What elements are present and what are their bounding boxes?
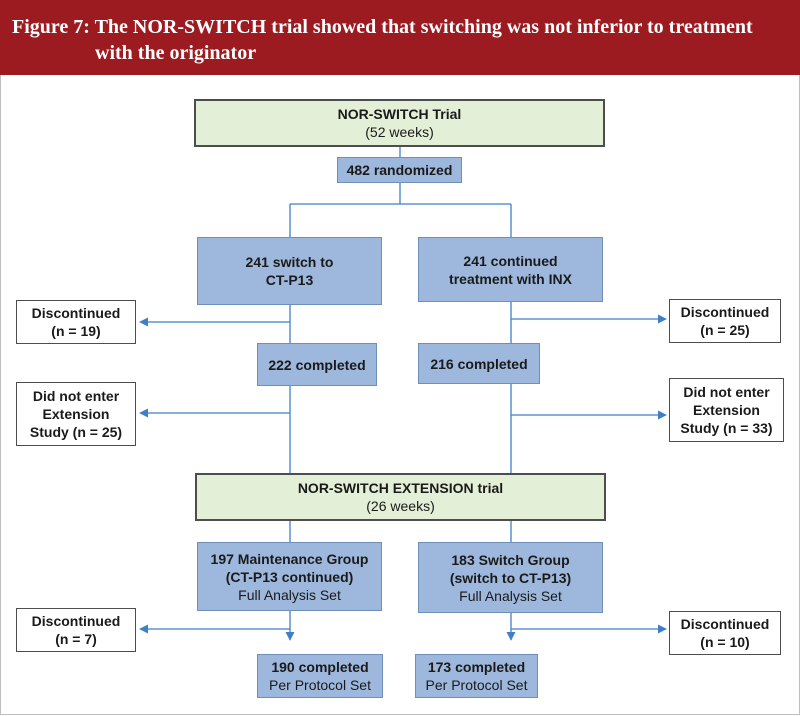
trial-duration: (52 weeks): [365, 124, 434, 140]
trial-title: NOR-SWITCH Trial: [337, 106, 462, 122]
right-group-line-1: 183 Switch Group: [451, 551, 570, 568]
left-completed-1-box: 222 completed: [257, 343, 377, 386]
right-discontinued-2-box: Discontinued (n = 10): [669, 611, 781, 655]
left-discontinued-1-label: Discontinued: [31, 305, 121, 321]
left-completed-1-label: 222 completed: [268, 356, 366, 373]
left-group-box: 197 Maintenance Group (CT-P13 continued)…: [197, 542, 382, 611]
left-group-line-1: 197 Maintenance Group: [210, 550, 369, 567]
left-completed-2-set: Per Protocol Set: [269, 677, 371, 693]
right-group-line-3: Full Analysis Set: [459, 587, 562, 604]
left-group-line-3: Full Analysis Set: [238, 586, 341, 603]
right-group-box: 183 Switch Group (switch to CT-P13) Full…: [418, 542, 603, 613]
right-completed-2-box: 173 completed Per Protocol Set: [415, 654, 538, 698]
right-discontinued-2-label: Discontinued: [680, 616, 770, 632]
right-not-entered-line-3: Study (n = 33): [680, 420, 773, 436]
left-not-entered-line-1: Did not enter: [32, 388, 120, 404]
right-not-entered-line-1: Did not enter: [683, 384, 770, 400]
right-arm-line-2: treatment with INX: [449, 270, 572, 287]
trial-box: NOR-SWITCH Trial (52 weeks): [194, 99, 605, 147]
figure-banner: Figure 7: The NOR-SWITCH trial showed th…: [0, 0, 800, 75]
right-discontinued-1-box: Discontinued (n = 25): [669, 299, 781, 343]
right-discontinued-1-label: Discontinued: [680, 304, 770, 320]
left-group-line-2: (CT-P13 continued): [225, 568, 354, 585]
right-discontinued-2-n: (n = 10): [700, 634, 750, 650]
left-not-entered-box: Did not enter Extension Study (n = 25): [16, 382, 136, 446]
extension-duration: (26 weeks): [366, 498, 435, 514]
right-completed-1-label: 216 completed: [430, 355, 528, 372]
left-discontinued-1-n: (n = 19): [51, 323, 101, 339]
figure-title-line-1: Figure 7: The NOR-SWITCH trial showed th…: [12, 16, 753, 38]
left-arm-line-1: 241 switch to: [245, 254, 334, 270]
right-completed-2-count: 173 completed: [427, 659, 526, 675]
left-not-entered-line-3: Study (n = 25): [29, 424, 123, 440]
left-discontinued-2-n: (n = 7): [55, 631, 97, 647]
right-not-entered-box: Did not enter Extension Study (n = 33): [669, 378, 784, 442]
left-completed-2-box: 190 completed Per Protocol Set: [257, 654, 383, 698]
extension-box: NOR-SWITCH EXTENSION trial (26 weeks): [195, 473, 606, 521]
left-discontinued-2-box: Discontinued (n = 7): [16, 608, 136, 652]
left-completed-2-count: 190 completed: [271, 659, 369, 675]
right-group-line-2: (switch to CT-P13): [449, 569, 572, 586]
figure-title: Figure 7: The NOR-SWITCH trial showed th…: [12, 14, 792, 66]
randomized-label: 482 randomized: [346, 162, 453, 178]
left-not-entered-line-2: Extension: [42, 406, 110, 422]
right-discontinued-1-n: (n = 25): [700, 322, 750, 338]
left-arm-line-2: CT-P13: [265, 272, 314, 288]
right-arm-line-1: 241 continued: [463, 252, 558, 269]
extension-title: NOR-SWITCH EXTENSION trial: [297, 480, 504, 496]
left-discontinued-2-label: Discontinued: [31, 613, 121, 629]
right-completed-1-box: 216 completed: [418, 343, 540, 384]
left-discontinued-1-box: Discontinued (n = 19): [16, 300, 136, 344]
figure-title-line-2: with the originator: [95, 42, 257, 64]
right-not-entered-line-2: Extension: [693, 402, 760, 418]
left-arm-box: 241 switch to CT-P13: [197, 237, 382, 305]
randomized-box: 482 randomized: [337, 157, 462, 183]
right-completed-2-set: Per Protocol Set: [425, 677, 528, 693]
right-arm-box: 241 continued treatment with INX: [418, 237, 603, 302]
